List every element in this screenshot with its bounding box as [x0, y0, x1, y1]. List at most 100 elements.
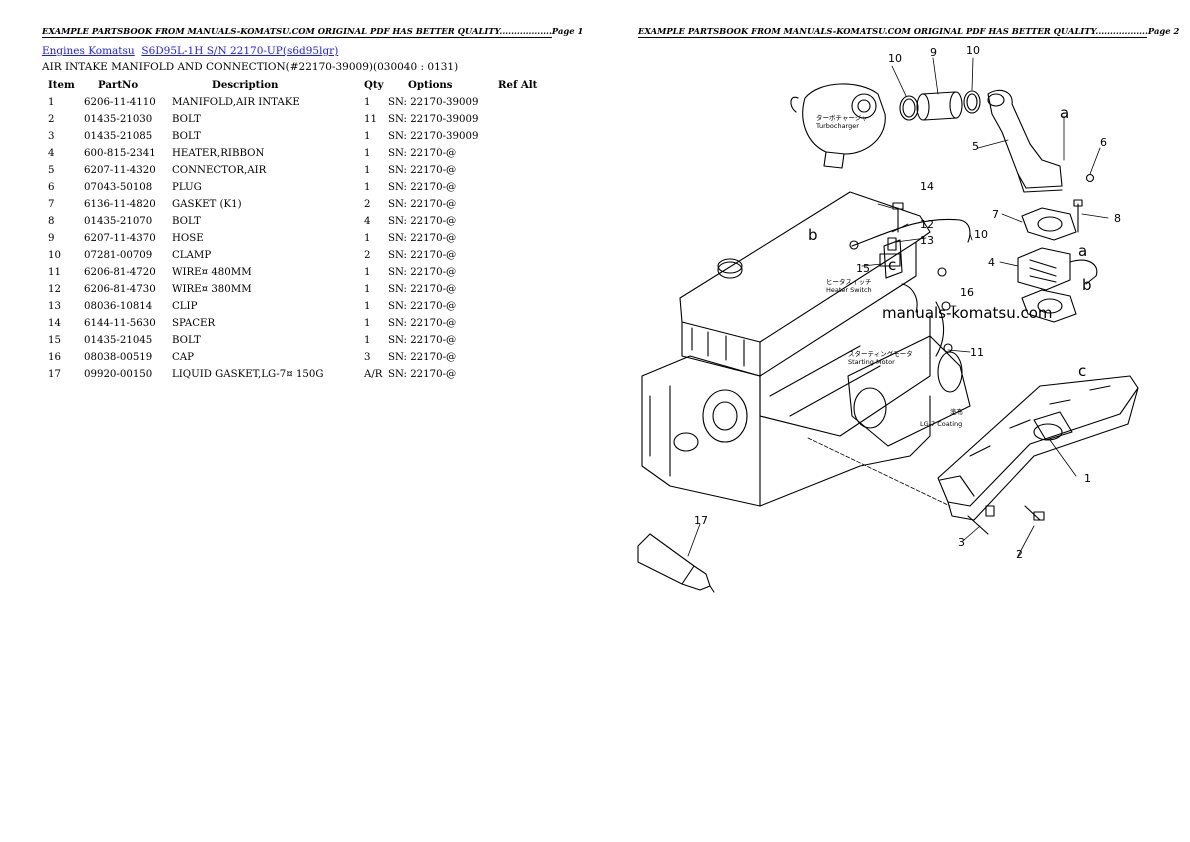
- breadcrumb-model-link[interactable]: S6D95L-1H S/N 22170-UP(s6d95lgr): [141, 45, 339, 57]
- callout-12: 11: [970, 346, 984, 359]
- cell-item: 10: [48, 250, 61, 261]
- cell-options: SN: 22170-39009: [388, 131, 479, 142]
- cell-options: SN: 22170-@: [388, 318, 457, 329]
- cell-refalt: [498, 298, 558, 315]
- coating-jp-label: 塗布: [950, 407, 964, 416]
- cell-item: 11: [48, 267, 61, 278]
- callout-3: 3: [958, 536, 965, 549]
- cell-qty: 1: [364, 284, 371, 295]
- callout-1: 1: [1084, 472, 1091, 485]
- cell-partno: 07043-50108: [84, 182, 153, 193]
- cell-item: 13: [48, 301, 61, 312]
- spacer-drawing: [887, 237, 897, 251]
- ref-letter-a-top: a: [1060, 104, 1069, 122]
- intake-manifold-drawing: [937, 375, 1139, 521]
- cell-description: PLUG: [172, 182, 202, 193]
- cell-item: 2: [48, 114, 55, 125]
- cell-partno: 600-815-2341: [84, 148, 156, 159]
- cell-refalt: [498, 128, 558, 145]
- ref-letter-b-right: b: [1082, 276, 1092, 294]
- callout-10b: 10: [966, 44, 980, 57]
- turbocharger-jp-label: ターボチャージャ: [816, 113, 867, 122]
- breadcrumb-engines-link[interactable]: Engines Komatsu: [42, 45, 135, 57]
- cell-description: WIRE¤ 480MM: [172, 267, 252, 278]
- cell-options: SN: 22170-@: [388, 199, 457, 210]
- cell-item: 1: [48, 97, 55, 108]
- cell-item: 16: [48, 352, 61, 363]
- cell-options: SN: 22170-39009: [388, 114, 479, 125]
- cell-description: BOLT: [172, 216, 201, 227]
- cell-item: 8: [48, 216, 55, 227]
- cell-partno: 01435-21030: [84, 114, 153, 125]
- callout-8: 8: [1114, 212, 1121, 225]
- cell-partno: 01435-21070: [84, 216, 153, 227]
- clip-drawing: [849, 240, 859, 250]
- watermark: manuals-komatsu.com: [882, 304, 1053, 322]
- cell-qty: 1: [364, 165, 371, 176]
- cell-item: 3: [48, 131, 55, 142]
- ref-letter-c-right: c: [1078, 362, 1086, 380]
- cell-refalt: [498, 162, 558, 179]
- table-row: 5 6207-11-4320 CONNECTOR,AIR 1 SN: 22170-@: [42, 162, 558, 179]
- cell-item: 5: [48, 165, 55, 176]
- cell-options: SN: 22170-@: [388, 267, 457, 278]
- cell-partno: 08036-10814: [84, 301, 153, 312]
- cell-refalt: [498, 230, 558, 247]
- cell-description: BOLT: [172, 114, 201, 125]
- cell-partno: 6207-11-4320: [84, 165, 156, 176]
- col-partno: PartNo: [98, 79, 139, 91]
- cell-qty: 1: [364, 233, 371, 244]
- cell-qty: 3: [364, 352, 371, 363]
- cell-description: HOSE: [172, 233, 204, 244]
- col-qty: Qty: [364, 79, 384, 91]
- page2-header: EXAMPLE PARTSBOOK FROM MANUALS-KOMATSU.C…: [638, 26, 1180, 38]
- cell-options: SN: 22170-@: [388, 250, 457, 261]
- gasket-drawing: [1021, 207, 1077, 323]
- bolt-3-drawing: [967, 515, 989, 535]
- cell-options: SN: 22170-@: [388, 165, 457, 176]
- cell-description: HEATER,RIBBON: [172, 148, 265, 159]
- cell-item: 4: [48, 148, 55, 159]
- heater-switch-jp-label: ヒータスイッチ: [826, 277, 872, 286]
- callout-10a: 10: [888, 52, 902, 65]
- cell-qty: 1: [364, 148, 371, 159]
- cell-refalt: [498, 264, 558, 281]
- cell-partno: 01435-21085: [84, 131, 153, 142]
- turbocharger-label: Turbocharger: [815, 122, 859, 130]
- breadcrumb: Engines Komatsu S6D95L-1H S/N 22170-UP(s…: [42, 45, 338, 57]
- wire-480mm-drawing: [851, 218, 971, 247]
- cell-description: MANIFOLD,AIR INTAKE: [172, 97, 300, 108]
- cell-description: BOLT: [172, 131, 201, 142]
- cell-refalt: [498, 196, 558, 213]
- cell-description: WIRE¤ 380MM: [172, 284, 252, 295]
- cell-refalt: [498, 247, 558, 264]
- cell-options: SN: 22170-@: [388, 233, 457, 244]
- bolt-2-drawing: [1024, 505, 1041, 521]
- cell-qty: 1: [364, 335, 371, 346]
- callout-9: 9: [930, 46, 937, 59]
- cell-options: SN: 22170-39009: [388, 97, 479, 108]
- callout-15: 14: [920, 180, 934, 193]
- plug-drawing: [1085, 173, 1095, 183]
- cell-description: SPACER: [172, 318, 216, 329]
- cell-item: 17: [48, 369, 61, 380]
- cell-item: 14: [48, 318, 61, 329]
- cell-qty: 2: [364, 250, 371, 261]
- cell-partno: 6136-11-4820: [84, 199, 156, 210]
- liquid-gasket-tube-drawing: [637, 533, 715, 593]
- callout-13: 12: [920, 218, 934, 231]
- cell-description: CONNECTOR,AIR: [172, 165, 267, 176]
- air-connector-drawing: [987, 89, 1063, 193]
- cell-item: 6: [48, 182, 55, 193]
- heater-switch-drawing: [879, 239, 918, 313]
- callout-2: 2: [1016, 548, 1023, 561]
- cell-partno: 6206-81-4720: [84, 267, 156, 278]
- cell-item: 15: [48, 335, 61, 346]
- ref-letter-c-left: c: [888, 256, 896, 274]
